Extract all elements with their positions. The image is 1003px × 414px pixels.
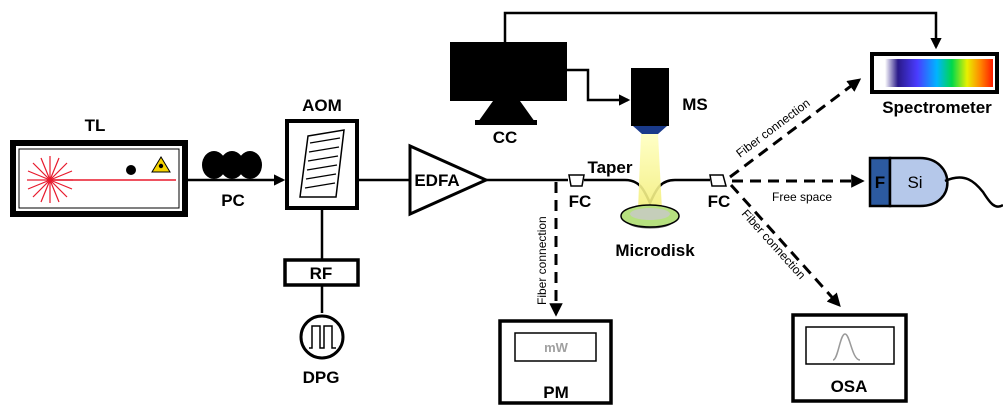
pm-label: PM xyxy=(543,383,569,402)
edfa-label: EDFA xyxy=(414,171,459,190)
osa-label: OSA xyxy=(831,377,868,396)
ms-label: MS xyxy=(682,95,708,114)
osa-display xyxy=(805,326,895,365)
aom-label: AOM xyxy=(302,96,342,115)
fiber-connection-label-3: Fiber connection xyxy=(535,216,549,305)
pulse-train-icon xyxy=(309,325,336,349)
dpg-circle xyxy=(299,314,345,360)
edfa-triangle xyxy=(408,143,490,217)
pm-display xyxy=(514,332,597,362)
tunable-laser: TL xyxy=(10,116,188,217)
digital-pulse-generator: DPG xyxy=(299,314,345,387)
spectrometer: Spectrometer xyxy=(870,52,999,117)
fc-left-connector xyxy=(568,174,585,187)
cc-body xyxy=(450,42,567,101)
fc-left-label: FC xyxy=(569,192,592,211)
detector-cable xyxy=(944,176,1003,208)
microdisk-resonator: Microdisk xyxy=(615,134,695,260)
detector-body xyxy=(888,156,949,208)
taper-fiber: FC Taper FC xyxy=(486,158,730,211)
tl-inner-frame xyxy=(18,148,180,209)
path-to-osa xyxy=(729,183,841,308)
filter-label: F xyxy=(875,173,885,192)
microdisk-label: Microdisk xyxy=(615,241,695,260)
taper-label: Taper xyxy=(587,158,632,177)
si-photodetector: F Si xyxy=(868,156,1003,208)
cc-label: CC xyxy=(493,128,518,147)
pc-paddle-2 xyxy=(220,151,244,179)
cc-mount xyxy=(478,101,535,122)
edfa-amplifier: EDFA xyxy=(357,143,490,217)
fc-right-connector xyxy=(709,174,727,187)
osa-spectrum-trace xyxy=(832,333,861,361)
pc-paddle-1 xyxy=(202,151,226,179)
spectrum-display xyxy=(885,59,993,87)
fiber-connection-label-1: Fiber connection xyxy=(733,96,812,161)
optical-spectrum-analyzer: OSA xyxy=(791,313,908,403)
free-space-label: Free space xyxy=(772,190,832,204)
path-to-spectrometer xyxy=(729,78,862,179)
laser-indicator-dot xyxy=(126,165,136,175)
pc-label: PC xyxy=(221,191,245,210)
ms-body xyxy=(631,68,669,126)
ccd-camera: CC xyxy=(450,11,942,147)
aom-crystal-icon xyxy=(299,129,345,198)
rf-driver: RF xyxy=(283,258,360,313)
acousto-optic-modulator: AOM xyxy=(285,96,359,259)
ms-objective xyxy=(633,126,667,134)
detector-label: Si xyxy=(907,173,922,192)
tl-box xyxy=(10,140,188,217)
tl-label: TL xyxy=(85,116,106,135)
pc-paddle-3 xyxy=(238,151,262,179)
power-meter: mW PM xyxy=(498,319,613,405)
pm-display-unit: mW xyxy=(544,340,569,355)
fc-right-label: FC xyxy=(708,192,731,211)
probe-light-cone xyxy=(638,134,662,210)
ms-to-cc-cable xyxy=(567,68,631,106)
polarization-controller: PC xyxy=(185,151,286,210)
dpg-label: DPG xyxy=(303,368,340,387)
microscope: MS xyxy=(631,68,708,134)
spectrometer-label: Spectrometer xyxy=(882,98,992,117)
cc-to-spectrometer-cable xyxy=(503,11,942,50)
rf-label: RF xyxy=(310,264,333,283)
fiber-connection-label-2: Fiber connection xyxy=(739,207,809,282)
